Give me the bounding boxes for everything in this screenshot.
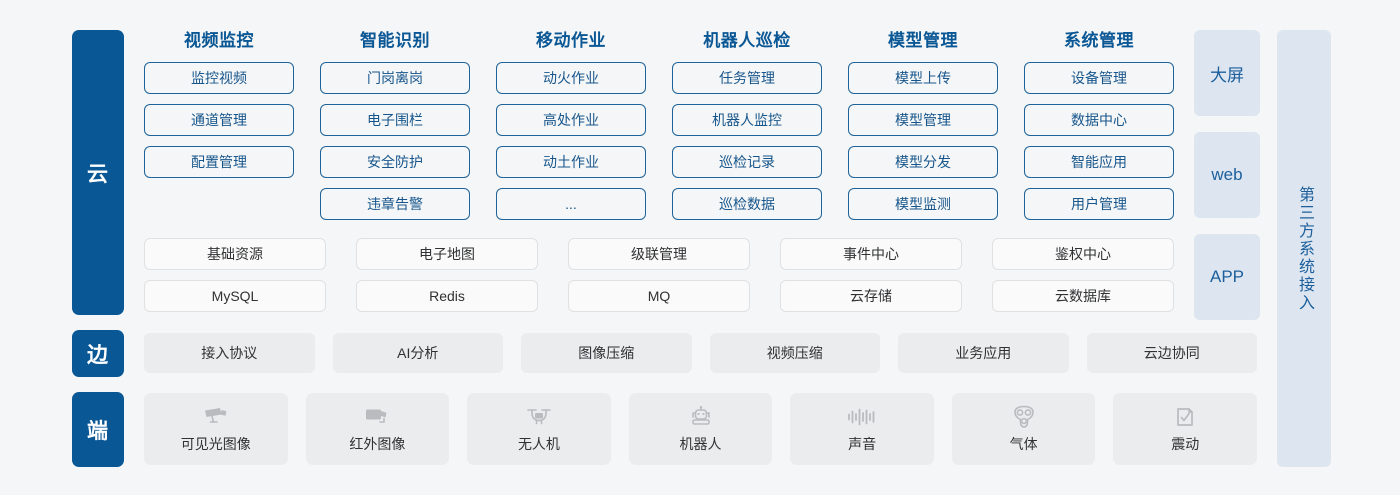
cctv-camera-icon [201, 404, 231, 430]
cloud-item[interactable]: 通道管理 [144, 104, 294, 136]
middleware-row: MySQL Redis MQ 云存储 云数据库 [144, 280, 1174, 312]
third-party-system-access-panel[interactable]: 第三方系统接入 [1277, 30, 1331, 467]
cloud-column-robot-inspection: 机器人巡检 任务管理 机器人监控 巡检记录 巡检数据 [672, 26, 822, 230]
robot-icon [686, 404, 716, 430]
tier-chip-end: 端 [72, 392, 124, 467]
middleware-service[interactable]: 云数据库 [992, 280, 1174, 312]
column-title: 模型管理 [888, 31, 958, 50]
cloud-item[interactable]: 监控视频 [144, 62, 294, 94]
device-label: 红外图像 [349, 436, 406, 452]
cloud-item[interactable]: 机器人监控 [672, 104, 822, 136]
column-title: 移动作业 [536, 31, 606, 50]
cloud-column-mobile-operation: 移动作业 动火作业 高处作业 动土作业 ... [496, 26, 646, 230]
access-channel-bigscreen[interactable]: 大屏 [1194, 30, 1260, 116]
cloud-item[interactable]: 电子围栏 [320, 104, 470, 136]
access-channel-app[interactable]: APP [1194, 234, 1260, 320]
edge-capability[interactable]: 业务应用 [898, 333, 1069, 373]
middleware-service[interactable]: MySQL [144, 280, 326, 312]
platform-service[interactable]: 电子地图 [356, 238, 538, 270]
thermal-camera-icon [362, 404, 392, 430]
edge-capability[interactable]: 接入协议 [144, 333, 315, 373]
platform-service[interactable]: 级联管理 [568, 238, 750, 270]
edge-capability[interactable]: AI分析 [332, 333, 503, 373]
platform-service[interactable]: 鉴权中心 [992, 238, 1174, 270]
cloud-item[interactable]: 设备管理 [1024, 62, 1174, 94]
column-title: 机器人巡检 [703, 31, 791, 50]
sound-wave-icon [847, 404, 877, 430]
tier-chip-edge: 边 [72, 330, 124, 377]
device-label: 机器人 [679, 436, 722, 452]
drone-icon [524, 404, 554, 430]
cloud-column-intelligent-recognition: 智能识别 门岗离岗 电子围栏 安全防护 违章告警 [320, 26, 470, 230]
tier-chip-cloud: 云 [72, 30, 124, 315]
edge-capability[interactable]: 云边协同 [1086, 333, 1257, 373]
device-card-infrared[interactable]: 红外图像 [305, 393, 450, 465]
cloud-column-model-management: 模型管理 模型上传 模型管理 模型分发 模型监测 [848, 26, 998, 230]
cloud-column-video-monitoring: 视频监控 监控视频 通道管理 配置管理 [144, 26, 294, 230]
middleware-service[interactable]: Redis [356, 280, 538, 312]
cloud-item[interactable]: 智能应用 [1024, 146, 1174, 178]
gas-mask-icon [1009, 404, 1039, 430]
device-label: 气体 [1009, 436, 1038, 452]
edge-capability-row: 接入协议 AI分析 图像压缩 视频压缩 业务应用 云边协同 [144, 333, 1257, 373]
access-channel-column: 大屏 web APP [1194, 30, 1260, 320]
edge-capability[interactable]: 视频压缩 [709, 333, 880, 373]
device-card-drone[interactable]: 无人机 [467, 393, 611, 465]
access-channel-web[interactable]: web [1194, 132, 1260, 218]
cloud-item[interactable]: 违章告警 [320, 188, 470, 220]
cloud-item[interactable]: 模型上传 [848, 62, 998, 94]
platform-service-rows: 基础资源 电子地图 级联管理 事件中心 鉴权中心 MySQL Redis MQ … [144, 238, 1174, 322]
cloud-item[interactable]: 配置管理 [144, 146, 294, 178]
cloud-item[interactable]: 用户管理 [1024, 188, 1174, 220]
cloud-item[interactable]: 巡检数据 [672, 188, 822, 220]
device-card-robot[interactable]: 机器人 [628, 393, 773, 465]
column-title: 智能识别 [360, 31, 430, 50]
device-sensor-row: 可见光图像 红外图像 [144, 393, 1258, 465]
cloud-item[interactable]: 模型分发 [848, 146, 998, 178]
middleware-service[interactable]: MQ [568, 280, 750, 312]
cloud-item[interactable]: 安全防护 [320, 146, 470, 178]
cloud-item-more[interactable]: ... [496, 188, 646, 220]
column-title: 系统管理 [1064, 31, 1134, 50]
platform-service[interactable]: 基础资源 [144, 238, 326, 270]
vibration-sensor-icon [1170, 404, 1200, 430]
cloud-item[interactable]: 巡检记录 [672, 146, 822, 178]
cloud-item[interactable]: 模型监测 [848, 188, 998, 220]
cloud-item[interactable]: 高处作业 [496, 104, 646, 136]
device-card-visible-light[interactable]: 可见光图像 [144, 393, 288, 465]
device-card-vibration[interactable]: 震动 [1113, 393, 1258, 465]
cloud-item[interactable]: 门岗离岗 [320, 62, 470, 94]
platform-service[interactable]: 事件中心 [780, 238, 962, 270]
cloud-column-system-management: 系统管理 设备管理 数据中心 智能应用 用户管理 [1024, 26, 1174, 230]
device-label: 可见光图像 [180, 436, 251, 452]
edge-capability[interactable]: 图像压缩 [521, 333, 692, 373]
cloud-item[interactable]: 动火作业 [496, 62, 646, 94]
device-label: 震动 [1171, 436, 1200, 452]
platform-service-row: 基础资源 电子地图 级联管理 事件中心 鉴权中心 [144, 238, 1174, 270]
cloud-application-columns: 视频监控 监控视频 通道管理 配置管理 智能识别 门岗离岗 电子围栏 安全防护 … [144, 26, 1174, 230]
cloud-item[interactable]: 任务管理 [672, 62, 822, 94]
cloud-item[interactable]: 数据中心 [1024, 104, 1174, 136]
cloud-item[interactable]: 模型管理 [848, 104, 998, 136]
middleware-service[interactable]: 云存储 [780, 280, 962, 312]
cloud-item[interactable]: 动土作业 [496, 146, 646, 178]
device-card-gas[interactable]: 气体 [951, 393, 1096, 465]
cloud-item-placeholder [144, 188, 294, 220]
column-title: 视频监控 [184, 31, 254, 50]
device-card-sound[interactable]: 声音 [790, 393, 934, 465]
device-label: 声音 [848, 436, 877, 452]
device-label: 无人机 [517, 436, 560, 452]
